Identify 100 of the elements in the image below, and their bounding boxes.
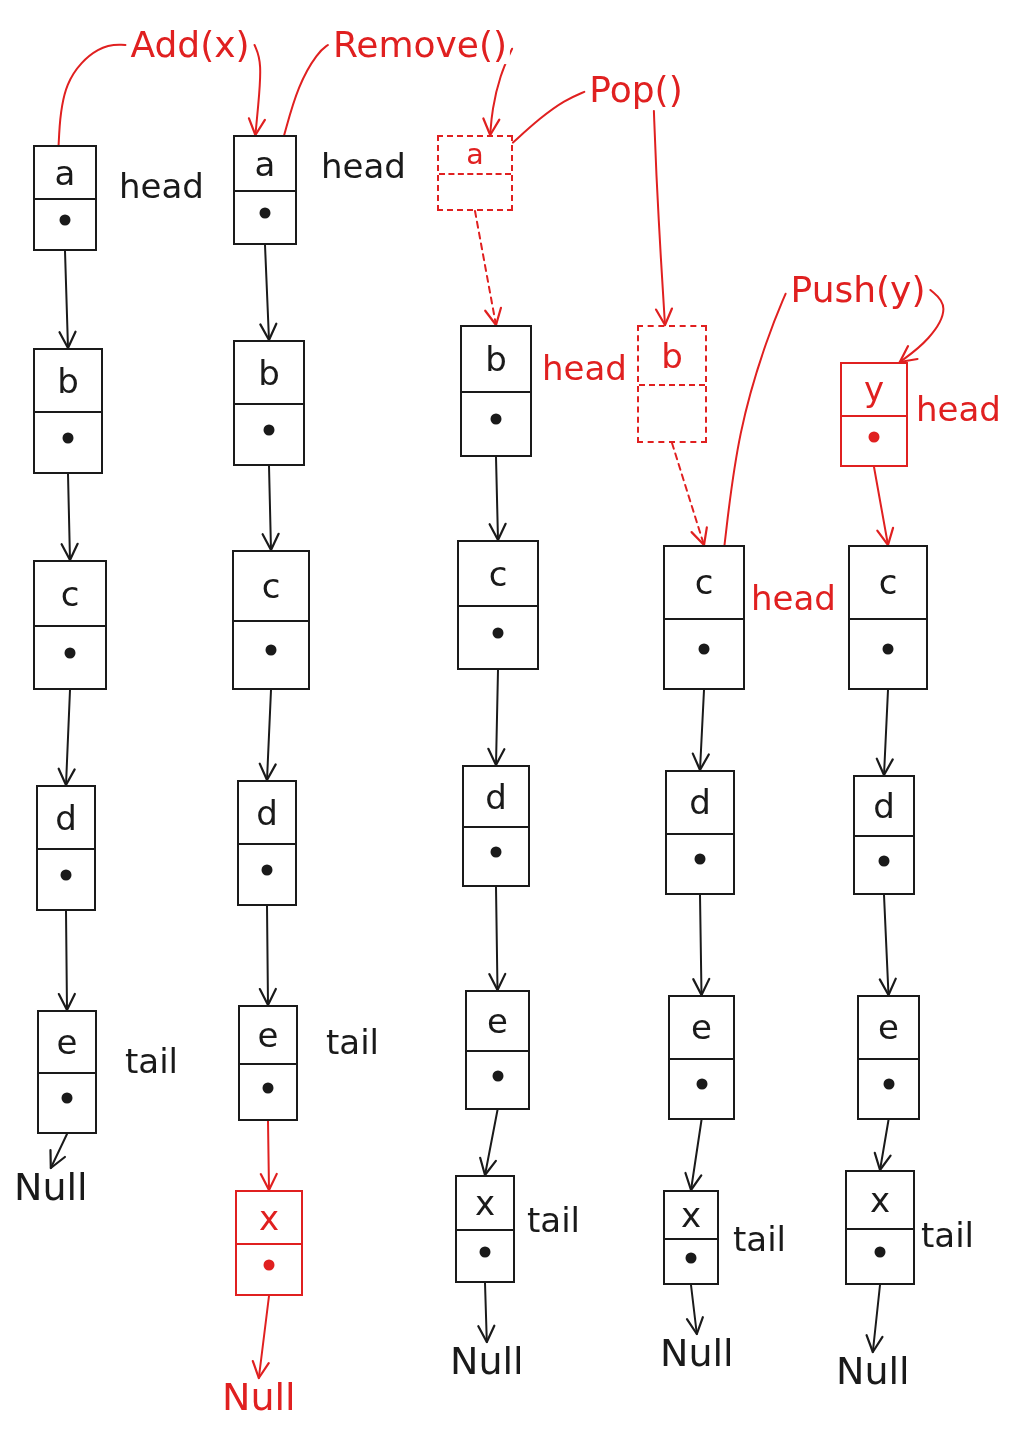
arrow — [671, 442, 708, 547]
removed-node-box — [437, 135, 513, 211]
pointer-label: head — [751, 581, 836, 615]
node-value: x — [474, 1186, 496, 1220]
pointer-label: tail — [527, 1203, 581, 1237]
node-value: y — [863, 372, 885, 407]
arrow — [873, 466, 895, 547]
node-value: b — [258, 355, 280, 390]
arrow — [488, 456, 507, 542]
arrow — [875, 689, 894, 777]
node-value: d — [873, 789, 895, 823]
node-value: d — [55, 800, 77, 835]
arrow — [283, 44, 514, 137]
arrow — [685, 1284, 704, 1336]
list-node-box — [33, 348, 103, 474]
node-value: c — [878, 565, 898, 600]
node-value: x — [258, 1200, 280, 1235]
arrow — [49, 1133, 68, 1170]
arrow — [723, 289, 945, 546]
list-node-box — [36, 785, 96, 911]
null-label: Null — [14, 1168, 88, 1206]
arrow — [57, 910, 76, 1012]
list-node-box — [462, 765, 530, 887]
list-node-box — [233, 135, 297, 245]
pointer-label: head — [321, 149, 406, 183]
list-node-box — [845, 1170, 915, 1285]
arrow — [487, 669, 506, 767]
pointer-label: tail — [733, 1222, 787, 1256]
node-value: d — [256, 795, 278, 830]
list-node-box — [460, 325, 532, 457]
arrow — [865, 1284, 884, 1354]
arrow — [488, 886, 507, 992]
node-value: e — [878, 1010, 899, 1045]
list-node-box — [232, 550, 310, 690]
node-value: e — [487, 1004, 508, 1038]
node-value: e — [257, 1018, 279, 1052]
arrow — [261, 465, 280, 552]
pointer-label: tail — [921, 1218, 975, 1252]
node-value: c — [488, 556, 508, 591]
arrow — [258, 689, 277, 782]
list-node-box — [238, 1005, 298, 1121]
pointer-label: head — [542, 351, 627, 385]
arrow — [251, 1295, 270, 1380]
removed-node-box — [637, 325, 707, 443]
list-node-box — [235, 1190, 303, 1296]
list-node-box — [237, 780, 297, 906]
arrow — [512, 90, 674, 327]
pointer-label: tail — [326, 1025, 380, 1059]
pointer-label: tail — [125, 1044, 179, 1078]
list-node-box — [663, 545, 745, 690]
arrow — [873, 1119, 892, 1172]
list-node-box — [853, 775, 915, 895]
arrow — [691, 689, 710, 772]
node-value: e — [691, 1010, 712, 1045]
list-node-box — [668, 995, 735, 1120]
arrow — [259, 244, 278, 342]
arrow — [878, 894, 897, 997]
arrow — [479, 1109, 499, 1177]
arrow — [477, 1282, 496, 1344]
node-value: b — [661, 338, 683, 373]
list-node-box — [840, 362, 908, 467]
list-node-box — [663, 1190, 719, 1285]
node-value: b — [485, 342, 507, 376]
pointer-label: head — [119, 169, 204, 203]
null-label: Null — [660, 1334, 734, 1372]
null-label: Null — [450, 1342, 524, 1380]
arrow — [58, 250, 77, 350]
list-node-box — [37, 1010, 97, 1134]
arrow — [692, 894, 711, 997]
arrow — [684, 1119, 703, 1192]
list-node-box — [33, 560, 107, 690]
list-node-box — [857, 995, 920, 1120]
node-value: a — [254, 146, 276, 181]
node-value: a — [466, 140, 484, 170]
node-value: d — [485, 779, 507, 814]
null-label: Null — [222, 1378, 296, 1416]
list-node-box — [455, 1175, 515, 1283]
node-value: x — [680, 1197, 702, 1232]
node-value: c — [261, 569, 281, 603]
list-node-box — [848, 545, 928, 690]
arrow — [474, 210, 503, 327]
node-value: c — [60, 576, 80, 611]
node-value: d — [689, 785, 711, 820]
arrow — [60, 473, 79, 562]
list-node-box — [33, 145, 97, 251]
list-node-box — [465, 990, 530, 1110]
node-value: e — [56, 1025, 78, 1059]
list-node-box — [665, 770, 735, 895]
arrow — [57, 689, 76, 787]
pointer-label: head — [916, 392, 1001, 426]
arrow — [57, 43, 266, 146]
node-value: c — [694, 565, 714, 600]
list-node-box — [233, 340, 305, 466]
node-value: x — [869, 1182, 891, 1217]
list-node-box — [457, 540, 539, 670]
null-label: Null — [836, 1352, 910, 1390]
node-value: a — [54, 155, 76, 190]
arrow — [259, 1120, 278, 1192]
arrow — [258, 905, 277, 1007]
node-value: b — [57, 363, 79, 398]
